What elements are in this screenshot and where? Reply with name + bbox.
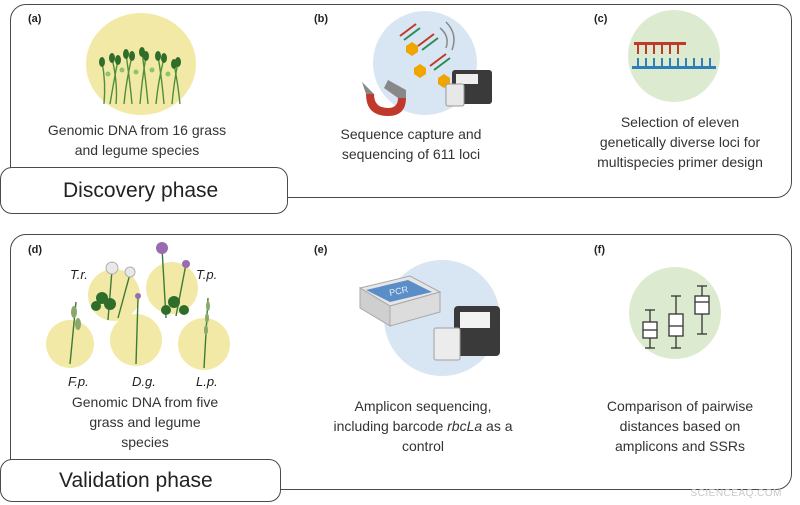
panel-f-caption: Comparison of pairwise distances based o…: [582, 396, 778, 456]
caption-line: Genomic DNA from five: [71, 394, 219, 410]
discovery-phase-box: [10, 4, 792, 198]
caption-line: multispecies primer design: [597, 154, 763, 170]
validation-phase-box: [10, 234, 792, 490]
primer-design-icon: [628, 10, 720, 102]
caption-line: including barcode rbcLa as a: [318, 416, 528, 436]
panel-f-letter: (f): [594, 244, 605, 256]
plant-species-icon: [46, 242, 230, 370]
caption-line: grass and legume: [89, 414, 201, 430]
caption-line: sequencing of 611 loci: [341, 146, 481, 162]
caption-line: Comparison of pairwise: [606, 398, 754, 414]
watermark: SCIENCEAQ.COM: [690, 488, 782, 499]
panel-a-caption: Genomic DNA from 16 grass and legume spe…: [22, 120, 252, 160]
pcr-label: PCR: [388, 284, 409, 298]
validation-phase-label: Validation phase: [0, 459, 281, 502]
panel-a-letter: (a): [28, 13, 42, 25]
panel-c-letter: (c): [594, 13, 608, 25]
caption-line: amplicons and SSRs: [615, 438, 745, 454]
panel-b-letter: (b): [314, 13, 329, 25]
panel-c-caption: Selection of eleven genetically diverse …: [580, 112, 780, 172]
discovery-phase-label: Discovery phase: [0, 167, 288, 214]
caption-line: species: [121, 434, 169, 450]
caption-line: genetically diverse loci for: [599, 134, 761, 150]
caption-line: Genomic DNA from 16 grass: [47, 122, 227, 138]
panel-d-letter: (d): [28, 244, 43, 256]
caption-line: Sequence capture and: [340, 126, 482, 142]
caption-line: and legume species: [74, 142, 200, 158]
grass-plants-icon: [86, 13, 196, 115]
caption-line: control: [401, 438, 445, 454]
caption-text-italic: rbcLa: [447, 418, 483, 434]
species-label-tr: T.r.: [70, 267, 88, 282]
caption-text: as a: [482, 418, 513, 434]
species-label-tp: T.p.: [196, 267, 218, 282]
species-label-fp: F.p.: [68, 374, 89, 389]
caption-text: including barcode: [333, 418, 448, 434]
boxplot-icon: [629, 267, 721, 359]
panel-e-caption: Amplicon sequencing, including barcode r…: [318, 396, 528, 456]
caption-line: Amplicon sequencing,: [354, 398, 492, 414]
panel-b-caption: Sequence capture and sequencing of 611 l…: [316, 124, 506, 164]
species-label-dg: D.g.: [132, 374, 156, 389]
sequence-capture-icon: [362, 11, 492, 116]
panel-d-caption: Genomic DNA from five grass and legume s…: [40, 392, 250, 452]
pcr-sequencer-icon: PCR: [358, 260, 500, 376]
panel-e-letter: (e): [314, 244, 328, 256]
species-label-lp: L.p.: [196, 374, 218, 389]
caption-line: Selection of eleven: [620, 114, 740, 130]
caption-line: distances based on: [619, 418, 741, 434]
